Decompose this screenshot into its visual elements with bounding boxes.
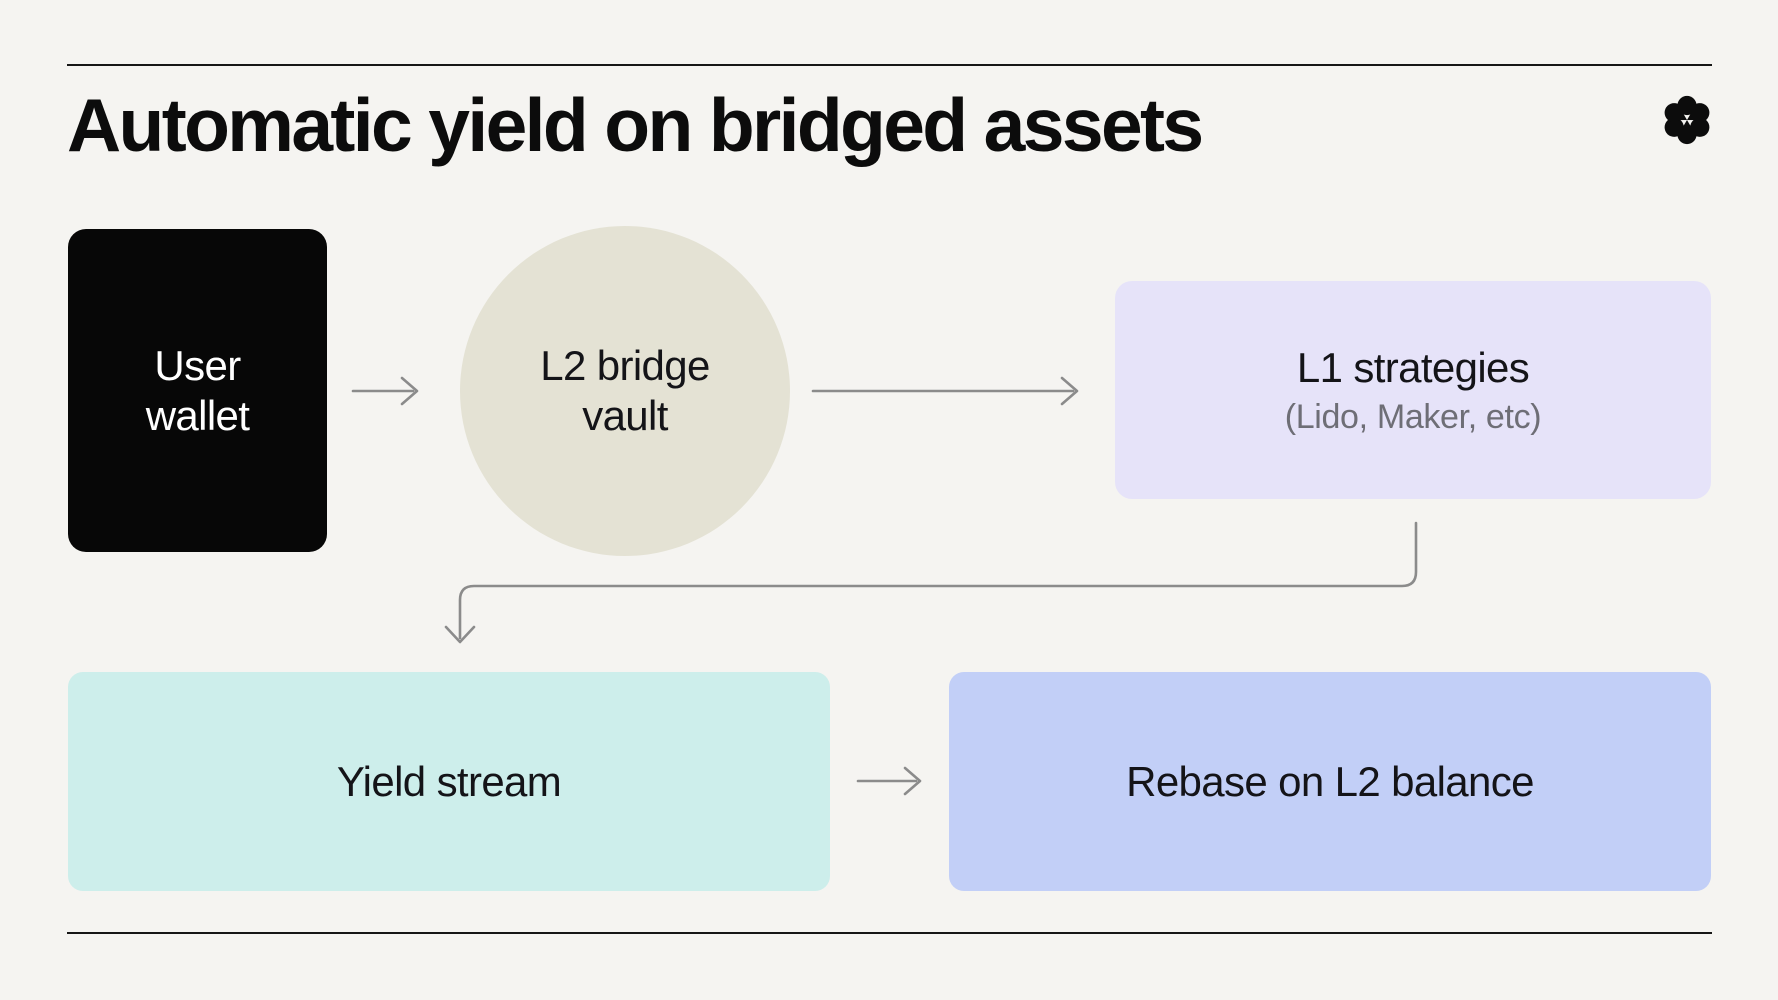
flower-icon bbox=[1664, 95, 1710, 145]
node-yield-stream: Yield stream bbox=[68, 672, 830, 891]
node-user-wallet: User wallet bbox=[68, 229, 327, 552]
node-l2-bridge-vault: L2 bridge vault bbox=[460, 226, 790, 556]
page-title: Automatic yield on bridged assets bbox=[67, 83, 1204, 167]
bottom-divider bbox=[67, 932, 1712, 934]
arrow-wallet-to-vault bbox=[351, 376, 419, 406]
node-l2-bridge-vault-label: L2 bridge vault bbox=[540, 342, 710, 439]
top-divider bbox=[67, 64, 1712, 66]
node-user-wallet-label: User wallet bbox=[145, 341, 250, 439]
node-rebase-on-l2-balance: Rebase on L2 balance bbox=[949, 672, 1711, 891]
node-l1-strategies-label: L1 strategies bbox=[1296, 343, 1530, 391]
arrow-vault-to-strategies bbox=[811, 376, 1079, 406]
node-l1-strategies-sublabel: (Lido, Maker, etc) bbox=[1284, 397, 1542, 436]
node-rebase-on-l2-balance-label: Rebase on L2 balance bbox=[1126, 757, 1534, 805]
arrow-yield-to-rebase bbox=[856, 766, 922, 796]
node-yield-stream-label: Yield stream bbox=[336, 757, 562, 805]
node-l1-strategies: L1 strategies (Lido, Maker, etc) bbox=[1115, 281, 1711, 499]
